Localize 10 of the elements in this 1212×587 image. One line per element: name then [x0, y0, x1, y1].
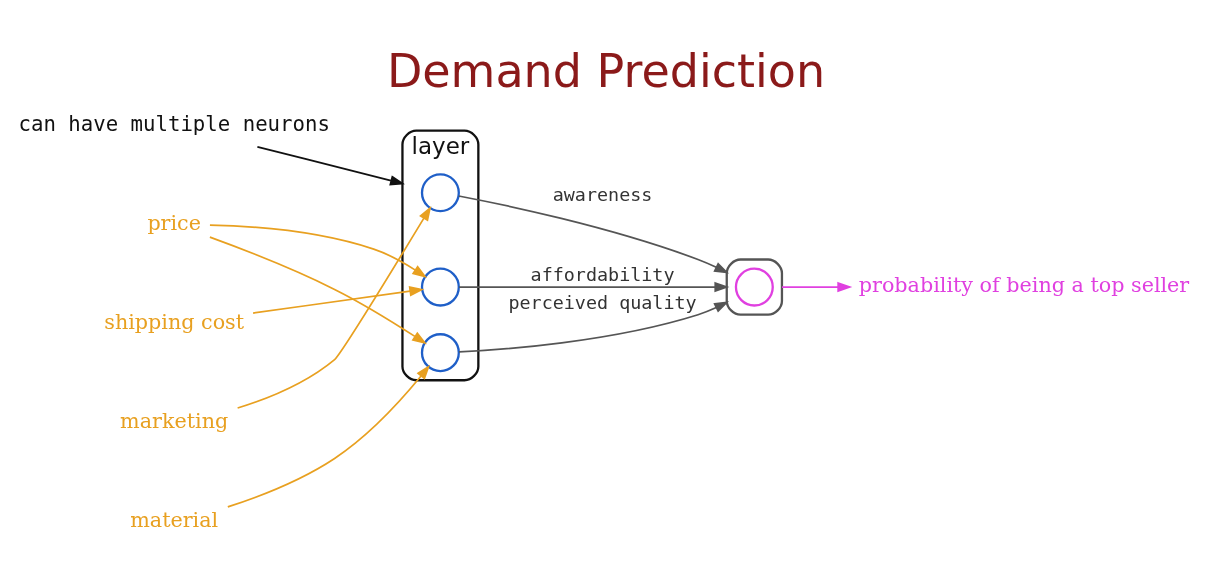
- edge-label: affordability: [530, 263, 675, 285]
- node-text: probability of being a top seller: [858, 272, 1190, 297]
- edge-label: awareness: [552, 183, 653, 205]
- diagram-title: Demand Prediction: [386, 43, 826, 98]
- node-text: material: [130, 507, 219, 532]
- node-text: marketing: [120, 408, 229, 433]
- node-text: price: [147, 210, 201, 235]
- node-text: shipping cost: [104, 309, 245, 334]
- node-text: can have multiple neurons: [18, 111, 330, 136]
- edge-label: perceived quality: [508, 291, 697, 313]
